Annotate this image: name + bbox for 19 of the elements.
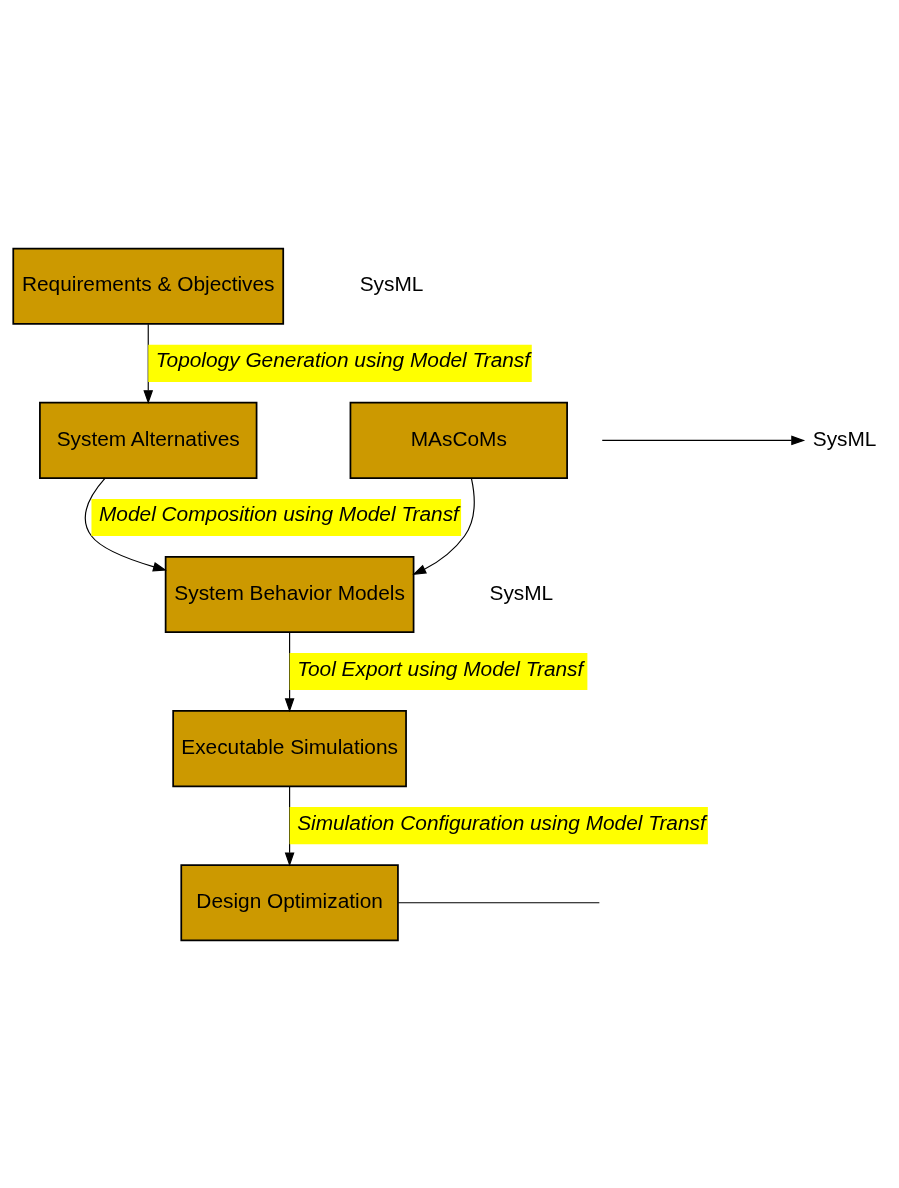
arrow [601,435,806,445]
connector [397,901,600,903]
arrow [84,477,167,571]
node-box: Requirements & Objectives [12,247,285,325]
arrow [412,477,475,575]
node-box: Executable Simulations [172,709,407,787]
arrow [284,631,295,712]
node-box: Design Optimization [180,863,399,941]
edge-label: Tool Export using Model Transf [297,655,584,679]
edge-label: Topology Generation using Model Transf [155,347,531,371]
arrow [284,785,295,866]
node-label: SysML [359,271,424,295]
node-box: MAsCoMs [349,401,568,479]
edge-label: Model Composition using Model Transf [99,501,459,525]
node-text: SysML [812,425,877,449]
node-box: System Alternatives [39,401,258,479]
node-label: SysML [489,580,554,604]
edge-label: Simulation Configuration using Model Transf [297,810,706,834]
node-box: System Behavior Models [164,555,415,633]
